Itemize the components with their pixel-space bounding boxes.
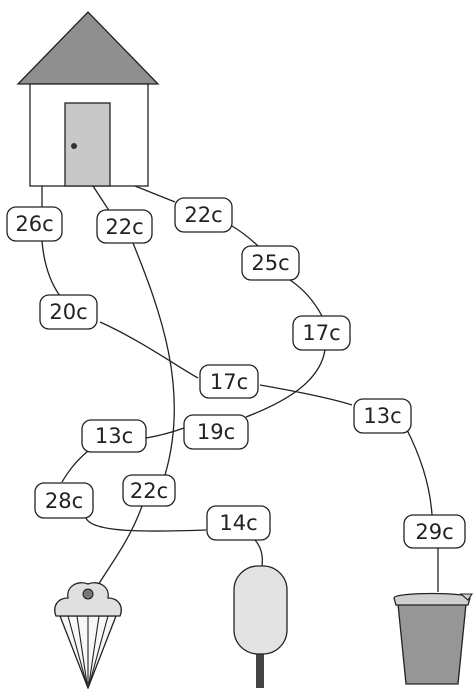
price-label: 22c [184, 203, 222, 227]
price-label: 17c [302, 321, 340, 345]
price-tag: 13c [353, 398, 412, 434]
price-tag: 14c [206, 505, 271, 541]
price-label: 29c [415, 520, 453, 544]
path-28c-to-14c [85, 517, 207, 532]
price-label: 25c [251, 251, 289, 275]
path-20c-to-17c [99, 321, 199, 379]
price-tag: 29c [403, 514, 466, 549]
path-22c-low-to-cone [94, 505, 143, 591]
price-tag: 22c [122, 474, 176, 507]
path-26c-to-20c [41, 240, 61, 297]
ice-pop-body [233, 565, 288, 655]
price-label: 20c [49, 300, 87, 324]
price-tag: 13c [81, 419, 147, 453]
ice-pop-stick [256, 650, 264, 688]
price-tag: 26c [6, 206, 63, 242]
path-22c-top-to-25c [231, 225, 261, 249]
path-17c-to-13c-right [259, 384, 353, 406]
price-tag: 17c [199, 364, 259, 399]
path-17c-to-19c [245, 349, 326, 418]
path-house-to-22c-top [134, 185, 176, 203]
cherry [82, 588, 94, 600]
price-tag: 25c [241, 245, 300, 281]
price-tag: 20c [39, 294, 98, 330]
price-label: 14c [219, 511, 257, 535]
price-label: 19c [197, 420, 235, 444]
price-tag: 28c [34, 482, 94, 519]
path-house-to-22c-left [92, 185, 111, 213]
cup-spout [459, 593, 473, 601]
price-tag: 22c [96, 209, 153, 244]
price-label: 22c [130, 479, 168, 503]
price-label: 28c [45, 489, 83, 513]
path-22c-to-22c-low [132, 242, 175, 476]
drink-cup-icon [393, 592, 473, 685]
door-knob [71, 143, 77, 149]
price-label: 13c [363, 404, 401, 428]
price-tag: 17c [292, 315, 351, 351]
path-25c-to-17c [289, 279, 323, 317]
price-tag: 22c [174, 197, 233, 233]
price-label: 26c [15, 212, 53, 236]
path-13c-to-29c [405, 427, 433, 516]
path-19c-to-13c-left [145, 427, 185, 439]
price-label: 22c [105, 215, 143, 239]
price-label: 13c [95, 424, 133, 448]
house-roof [16, 11, 160, 85]
paths [41, 185, 439, 592]
ice-cream-cone-icon [54, 582, 122, 689]
house-icon [16, 11, 160, 187]
ice-pop-icon [233, 565, 288, 688]
price-label: 17c [210, 370, 248, 394]
cup-body [397, 603, 467, 685]
path-13c-to-28c [61, 450, 89, 483]
price-tag: 19c [183, 414, 249, 450]
path-14c-to-ice-pop [254, 539, 263, 567]
cup-lid [393, 592, 471, 606]
